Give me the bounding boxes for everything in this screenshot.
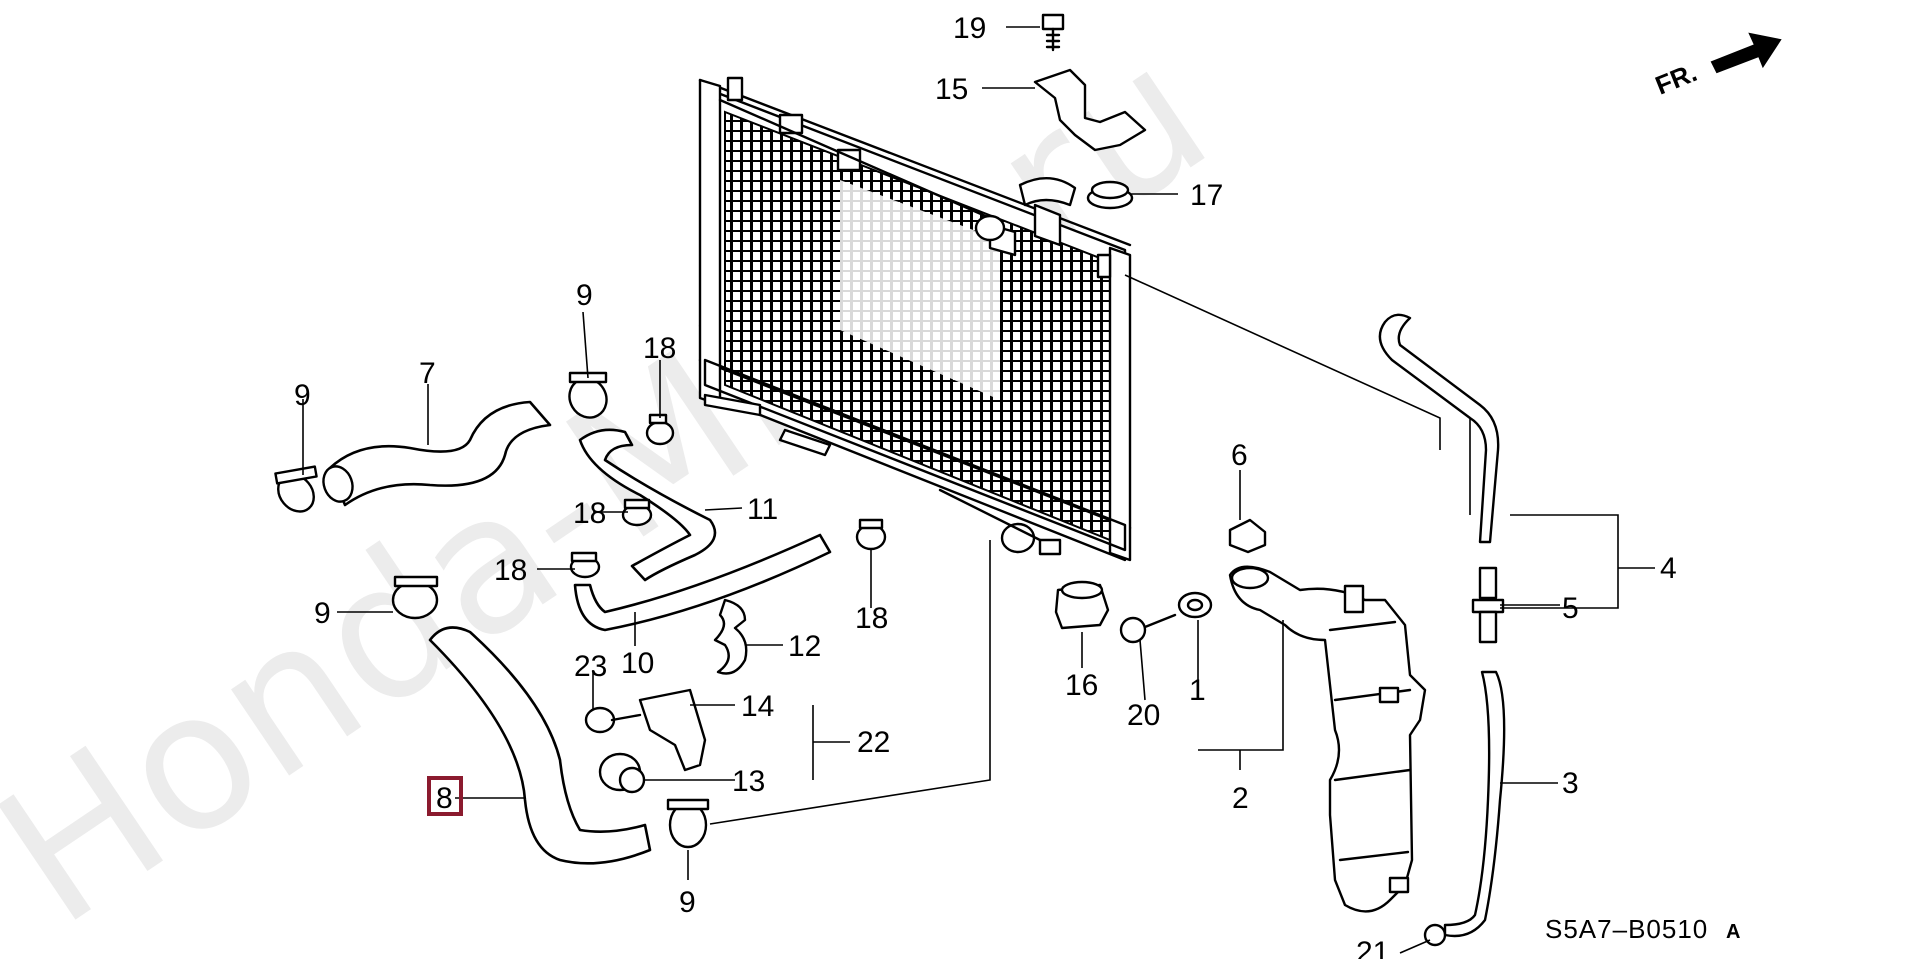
part-6-cap	[1228, 518, 1267, 554]
part-label-3[interactable]: 3	[1562, 767, 1579, 800]
part-label-13[interactable]: 13	[732, 765, 765, 798]
part-4-overflow-hose	[1378, 313, 1500, 544]
diagram-code-suffix: A	[1726, 921, 1741, 943]
part-15-bracket	[1033, 68, 1147, 152]
part-label-9-d[interactable]: 9	[679, 886, 696, 919]
leader-lines	[302, 26, 1655, 954]
part-label-9-b[interactable]: 9	[576, 279, 593, 312]
part-label-9-c[interactable]: 9	[314, 597, 331, 630]
part-17-grommet	[1086, 180, 1134, 210]
front-direction-indicator: FR.	[1651, 32, 1782, 101]
part-18-clamp-right	[855, 518, 887, 551]
part-9-clamp-a	[274, 465, 318, 513]
part-18-clamp-low	[569, 551, 601, 579]
part-labels: 19 15 17 9 7 9 18 18 11 18 9 10 18 12 23…	[294, 12, 1677, 959]
part-23-bolt	[584, 706, 642, 734]
part-label-2[interactable]: 2	[1232, 782, 1249, 815]
part-label-1[interactable]: 1	[1189, 674, 1206, 707]
part-label-9-a[interactable]: 9	[294, 379, 311, 412]
part-9-clamp-d	[666, 798, 710, 849]
diagram-code-text: S5A7–B0510	[1545, 914, 1708, 944]
part-label-18-a[interactable]: 18	[643, 332, 676, 365]
part-label-5[interactable]: 5	[1562, 592, 1579, 625]
part-label-22[interactable]: 22	[857, 726, 890, 759]
part-label-15[interactable]: 15	[935, 73, 968, 106]
part-19-bolt	[1041, 13, 1065, 52]
part-11-hose	[578, 428, 717, 582]
part-21-clamp	[1423, 923, 1447, 947]
part-label-16[interactable]: 16	[1065, 669, 1098, 702]
front-direction-label: FR.	[1651, 57, 1701, 101]
part-label-6[interactable]: 6	[1231, 439, 1248, 472]
part-14-bracket	[638, 688, 707, 772]
radiator-assembly	[698, 76, 1132, 562]
part-18-clamp-top	[645, 413, 675, 446]
part-2-reserve-tank	[1228, 565, 1427, 913]
diagram-code: S5A7–B0510 A	[1545, 914, 1741, 944]
part-label-17[interactable]: 17	[1190, 179, 1223, 212]
part-20-bolt	[1119, 613, 1177, 644]
part-10-hose	[573, 533, 832, 632]
part-label-14[interactable]: 14	[741, 690, 774, 723]
part-label-21[interactable]: 21	[1356, 936, 1389, 959]
front-arrow-icon	[1710, 32, 1782, 74]
radiator-cap-icon	[1018, 177, 1077, 207]
part-5-joint	[1471, 566, 1505, 644]
part-9-clamp-c	[391, 575, 439, 620]
part-18-clamp-mid	[621, 498, 653, 527]
part-label-19[interactable]: 19	[953, 12, 986, 45]
part-8-lower-hose	[428, 626, 652, 865]
part-7-upper-hose	[322, 400, 552, 507]
part-16-mount	[1054, 580, 1110, 630]
part-13-clip	[598, 752, 646, 794]
part-label-10[interactable]: 10	[621, 647, 654, 680]
part-label-23[interactable]: 23	[574, 650, 607, 683]
part-label-4[interactable]: 4	[1660, 552, 1677, 585]
part-label-18-b[interactable]: 18	[573, 497, 606, 530]
part-3-hose	[1443, 670, 1506, 938]
selected-part-highlight	[427, 776, 463, 816]
part-label-12[interactable]: 12	[788, 630, 821, 663]
part-label-18-d[interactable]: 18	[855, 602, 888, 635]
part-label-18-c[interactable]: 18	[494, 554, 527, 587]
part-label-20[interactable]: 20	[1127, 699, 1160, 732]
part-label-7[interactable]: 7	[419, 357, 436, 390]
part-1-grommet	[1177, 591, 1213, 619]
part-12-clip	[713, 598, 748, 675]
part-label-8[interactable]: 8	[436, 782, 453, 815]
part-label-11[interactable]: 11	[747, 493, 778, 526]
